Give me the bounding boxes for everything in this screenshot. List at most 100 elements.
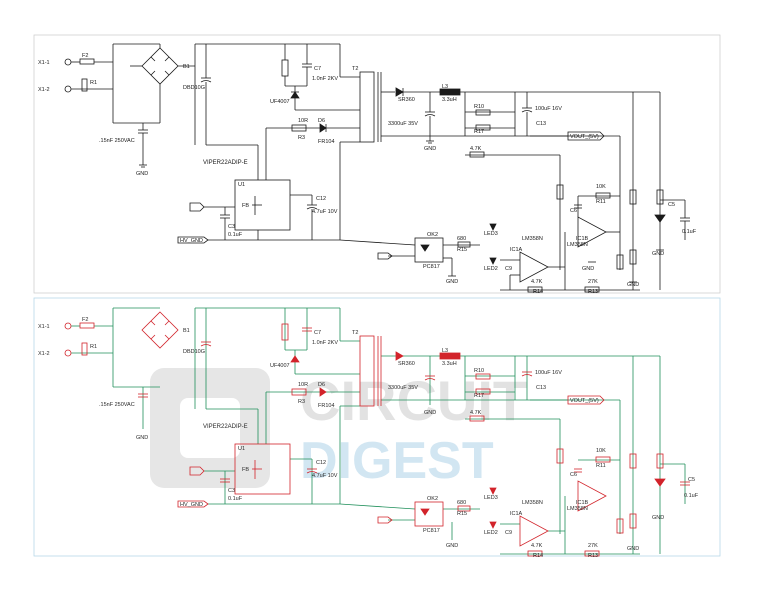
bot-c5-val: 0.1uF <box>684 493 699 499</box>
bottom-panel-frame <box>33 297 721 557</box>
top-gnd3: GND <box>446 279 458 285</box>
top-ic1b: IC1B <box>576 236 589 242</box>
bot-viper: VIPER22ADIP-E <box>203 424 248 430</box>
bot-f2-fuse <box>79 322 95 329</box>
bot-r2-resistor <box>281 323 289 341</box>
top-c-in: .15nF 250VAC <box>99 138 135 144</box>
bot-c6: C6 <box>570 472 577 478</box>
bot-d6-val: FR104 <box>318 403 335 409</box>
x1-2-terminal <box>64 85 72 93</box>
bottom-schematic <box>64 307 690 557</box>
top-led3: LED3 <box>484 231 498 237</box>
top-c2-val: 3300uF 35V <box>388 121 418 127</box>
bot-r3: R3 <box>298 399 305 405</box>
bot-gnd4: GND <box>424 410 436 416</box>
top-lm358-a: LM358N <box>522 236 543 242</box>
top-r6-val: 4.7K <box>470 146 482 152</box>
watermark-line2: DIGEST <box>300 432 494 490</box>
bot-led1: LED3 <box>484 495 498 501</box>
top-r1: R1 <box>90 80 97 86</box>
top-fb: FB <box>242 203 249 209</box>
bot-r13-val: 27K <box>588 543 598 549</box>
top-r3: R3 <box>298 135 305 141</box>
bot-d2-diode <box>290 355 300 363</box>
bot-r15: R15 <box>457 511 467 517</box>
top-schematic <box>33 34 721 294</box>
top-c12-val: 4.7uF 10V <box>312 209 338 215</box>
top-gnd5: GND <box>652 251 664 257</box>
bottom-labels: X1-1 X1-2 F2 R1 B1 DBD10G .15nF 250VAC G… <box>38 317 699 559</box>
bot-gnd1: GND <box>136 435 148 441</box>
u2-tl431 <box>654 214 666 223</box>
bot-t2: T2 <box>352 330 358 336</box>
bot-pc817: PC817 <box>423 528 440 534</box>
bot-c13: C13 <box>536 385 546 391</box>
bot-led3 <box>489 487 497 495</box>
bot-b1-bridge <box>141 311 179 349</box>
bot-ok2-optocoupler <box>414 501 444 527</box>
top-x1-2: X1-2 <box>38 87 50 93</box>
bot-d2-val: UF4007 <box>270 363 290 369</box>
bot-l3-inductor <box>439 352 461 360</box>
top-ic1a: IC1A <box>510 247 523 253</box>
top-l3-val: 3.3uH <box>442 97 457 103</box>
top-c7: C7 <box>314 66 321 72</box>
bot-d1-diode <box>395 351 404 361</box>
bot-r1: R1 <box>90 344 97 350</box>
bot-r15-val: 680 <box>457 500 466 506</box>
bot-gnd6: GND <box>627 546 639 552</box>
top-c3-val: 0.1uF <box>228 232 243 238</box>
top-r14-val: 4.7K <box>531 279 543 285</box>
bot-c7-val: 1.0nF 2KV <box>312 340 338 346</box>
top-led2: LED2 <box>484 266 498 272</box>
bot-u2-tl431 <box>654 478 666 487</box>
bot-hv-gnd-port <box>177 500 209 508</box>
bot-t2-transformer <box>359 335 375 407</box>
top-gnd4: GND <box>424 146 436 152</box>
top-gnd1: GND <box>136 171 148 177</box>
bot-fb: FB <box>242 467 249 473</box>
f2-fuse <box>79 58 95 65</box>
bot-ic1a: IC1A <box>510 511 523 517</box>
bot-r3-resistor <box>291 388 307 396</box>
led3 <box>489 223 497 231</box>
fb-port <box>189 202 205 212</box>
bot-r17: R17 <box>474 393 484 399</box>
hv-gnd-port <box>177 236 209 244</box>
watermark-line1: CIRCUIT <box>300 369 527 432</box>
bot-lm358-b: LM358N <box>567 506 588 512</box>
top-r15-val: 680 <box>457 236 466 242</box>
bot-led2: LED2 <box>484 530 498 536</box>
ic1a-opamp <box>519 251 549 283</box>
top-ok2: OK2 <box>427 232 438 238</box>
bot-vout-port <box>567 395 605 405</box>
bot-r13: R13 <box>588 553 598 559</box>
vout-port <box>567 131 605 141</box>
r2-resistor <box>281 59 289 77</box>
bot-gnd3: GND <box>446 543 458 549</box>
top-r17: R17 <box>474 129 484 135</box>
bot-r8: 10R <box>298 382 308 388</box>
top-r13: R13 <box>588 289 598 295</box>
led2 <box>489 257 497 265</box>
bot-f2: F2 <box>82 317 88 323</box>
bot-led2 <box>489 521 497 529</box>
top-x1-1: X1-1 <box>38 60 50 66</box>
bot-ic1b-opamp <box>577 480 607 512</box>
top-pc817: PC817 <box>423 264 440 270</box>
top-c5: C5 <box>668 202 675 208</box>
top-l3: L3 <box>442 84 448 90</box>
bot-c9: C9 <box>505 530 512 536</box>
bot-c12-val: 4.7uF 10V <box>312 473 338 479</box>
bot-l3: L3 <box>442 348 448 354</box>
bot-u1: U1 <box>238 446 245 452</box>
bot-c5: C5 <box>688 477 695 483</box>
bot-ic1b: IC1B <box>576 500 589 506</box>
watermark: CIRCUIT DIGEST <box>150 368 527 490</box>
bot-c13-val: 100uF 16V <box>535 370 562 376</box>
bot-r14: R14 <box>533 553 543 559</box>
top-c3: C3 <box>228 224 235 230</box>
bot-c3-val: 0.1uF <box>228 496 243 502</box>
bot-c7: C7 <box>314 330 321 336</box>
u1-viper22a <box>234 179 291 231</box>
